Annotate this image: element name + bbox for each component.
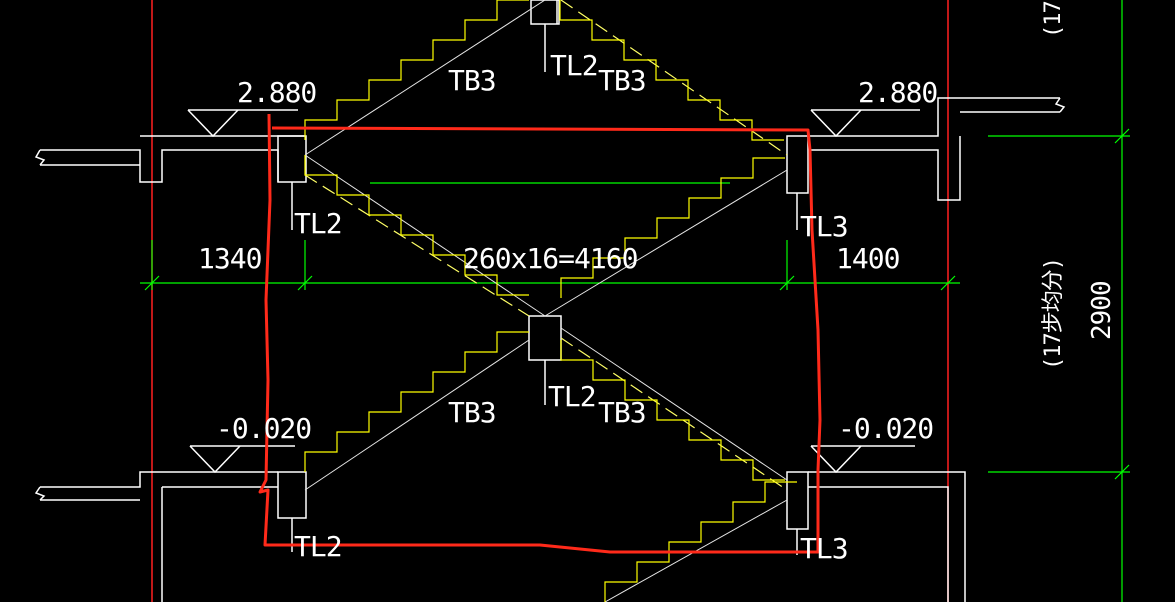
dimension-label-right: 1400 [836, 242, 900, 275]
note-vertical: (17步均分) [1041, 258, 1066, 370]
stair-cut-lines [304, 0, 788, 491]
dimension-label-center: 260x16=4160 [463, 242, 638, 275]
stair-flight-bottom [604, 481, 797, 602]
beam-label-tl2-mid-left: TL2 [294, 207, 342, 240]
dimension-label-vertical: 2900 [1087, 281, 1117, 340]
walls-and-slabs [34, 0, 1066, 602]
stair-flight-upper-right [559, 0, 784, 141]
note-vertical-top: (17 [1041, 1, 1066, 38]
beam-label-tl2-top: TL2 [550, 49, 598, 82]
stair-treads [304, 0, 797, 602]
stair-diagonals [304, 0, 788, 602]
stair-label-tb3-top-right: TB3 [598, 64, 646, 97]
beam-label-tl3-bottom: TL3 [800, 532, 848, 565]
level-label-top-left: 2.880 [237, 76, 316, 109]
stair-flight-middle-left [304, 155, 529, 296]
stair-label-tb3-top-left: TB3 [448, 64, 496, 97]
labels: 2.880 2.880 -0.020 -0.020 TL2 TL2 TL2 TL… [198, 1, 1117, 565]
stair-flight-lower-left [304, 331, 529, 472]
stair-flight-lower-right [560, 340, 785, 481]
level-label-top-right: 2.880 [858, 76, 937, 109]
level-label-bottom-left: -0.020 [216, 412, 311, 445]
red-markup-outline [258, 113, 822, 554]
beam-label-tl2-bottom: TL2 [294, 530, 342, 563]
level-label-bottom-right: -0.020 [838, 412, 933, 445]
beam-label-tl3-mid: TL3 [800, 210, 848, 243]
stair-label-tb3-bottom-left: TB3 [448, 396, 496, 429]
stair-flight-middle-right [560, 157, 785, 298]
dimension-lines [140, 0, 1130, 602]
stair-label-tb3-bottom-right: TB3 [598, 396, 646, 429]
beam-label-tl2-center: TL2 [548, 380, 596, 413]
dimension-label-left: 1340 [198, 242, 262, 275]
elevation-symbols [187, 109, 920, 474]
stair-flight-upper-left [304, 0, 529, 140]
